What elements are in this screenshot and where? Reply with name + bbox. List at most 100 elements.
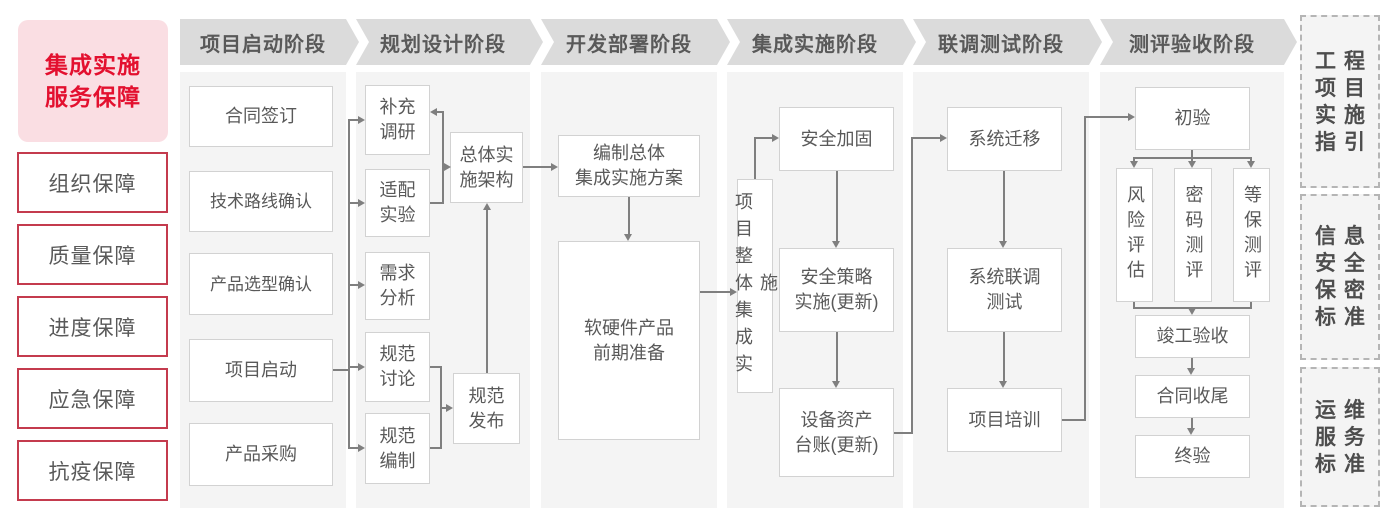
arrowhead <box>624 234 632 241</box>
connector-line <box>628 197 630 234</box>
arrowhead <box>1187 428 1195 435</box>
box-product-selection-confirm: 产品选型确认 <box>189 253 333 315</box>
box-spec-discussion: 规范 讨论 <box>365 332 430 402</box>
connector-line <box>911 137 940 139</box>
phase-header-integration-impl: 集成实施阶段 <box>727 19 916 65</box>
box-contract-closure: 合同收尾 <box>1135 375 1250 418</box>
box-product-procurement: 产品采购 <box>189 423 333 486</box>
box-mlps-evaluation: 等保测评 <box>1233 168 1270 302</box>
box-asset-ledger-update: 设备资产 台账(更新) <box>779 388 894 477</box>
phase-header-planning-design: 规划设计阶段 <box>356 19 543 65</box>
connector-line <box>1003 332 1005 381</box>
connector-line <box>1062 419 1086 421</box>
phase-header-dev-deploy: 开发部署阶段 <box>541 19 730 65</box>
connector-line <box>333 369 349 371</box>
box-project-training: 项目培训 <box>947 388 1062 452</box>
arrowhead <box>1187 368 1195 375</box>
arrowhead <box>1130 161 1138 168</box>
box-requirement-analysis: 需求 分析 <box>365 252 430 320</box>
connector-line <box>894 432 912 434</box>
connector-line <box>430 366 442 368</box>
box-contract-signing: 合同签订 <box>189 86 333 147</box>
connector-line <box>754 138 756 179</box>
connector-line <box>1084 117 1086 421</box>
connector-line <box>1191 418 1193 429</box>
arrowhead <box>999 381 1007 388</box>
connector-line <box>1133 302 1135 309</box>
standard-infosec-confidentiality: 信息 安全 保密 标准 <box>1300 194 1380 360</box>
arrowhead <box>358 199 365 207</box>
box-completion-acceptance: 竣工验收 <box>1135 315 1250 358</box>
sidebar-item-epidemic-guarantee: 抗疫保障 <box>17 440 168 501</box>
connector-line <box>1133 157 1135 162</box>
box-system-migration: 系统迁移 <box>947 107 1062 171</box>
arrowhead <box>446 404 453 412</box>
connector-line <box>1250 302 1252 309</box>
phase-header-evaluation-acceptance: 测评验收阶段 <box>1100 19 1297 65</box>
connector-line <box>348 202 358 204</box>
connector-line <box>1003 171 1005 241</box>
arrowhead <box>1188 308 1196 315</box>
standard-om-service: 运维 服务 标准 <box>1300 367 1380 507</box>
connector-line <box>430 202 444 204</box>
connector-line <box>1191 150 1193 158</box>
connector-line <box>348 447 358 449</box>
arrowhead <box>999 241 1007 248</box>
sidebar-item-quality-guarantee: 质量保障 <box>17 224 168 285</box>
sidebar-item-schedule-guarantee: 进度保障 <box>17 296 168 357</box>
box-final-acceptance: 终验 <box>1135 435 1250 478</box>
box-security-hardening: 安全加固 <box>779 107 894 171</box>
arrowhead <box>940 134 947 142</box>
arrowhead <box>1188 161 1196 168</box>
arrowhead <box>1247 161 1255 168</box>
connector-line <box>348 366 358 368</box>
standard-project-implementation-guide: 工程 项目 实施 指引 <box>1300 15 1380 188</box>
connector-line <box>486 210 488 373</box>
connector-line <box>442 111 444 204</box>
arrowhead <box>358 444 365 452</box>
box-preliminary-acceptance: 初验 <box>1135 87 1250 150</box>
arrowhead <box>358 281 365 289</box>
box-tech-route-confirm: 技术路线确认 <box>189 171 333 232</box>
arrowhead <box>1128 113 1135 121</box>
box-security-policy-implementation: 安全策略 实施(更新) <box>779 248 894 332</box>
connector-line <box>911 138 913 434</box>
phase-header-project-kickoff: 项目启动阶段 <box>180 19 359 65</box>
box-system-joint-testing: 系统联调 测试 <box>947 248 1062 332</box>
arrowhead <box>430 108 437 116</box>
arrowhead <box>444 163 451 171</box>
connector-line <box>754 137 772 139</box>
connector-line <box>1250 157 1252 162</box>
arrowhead <box>832 241 840 248</box>
box-hw-sw-preparation: 软硬件产品 前期准备 <box>558 241 700 440</box>
connector-line <box>700 291 730 293</box>
connector-line <box>1084 116 1128 118</box>
box-adaptation-test: 适配 实验 <box>365 169 430 237</box>
phase-header-joint-testing: 联调测试阶段 <box>913 19 1102 65</box>
connector-line <box>440 407 447 409</box>
arrowhead <box>551 163 558 171</box>
sidebar-item-emergency-guarantee: 应急保障 <box>17 368 168 429</box>
arrowhead <box>772 134 779 142</box>
box-risk-assessment: 风险评估 <box>1116 168 1153 302</box>
connector-line <box>1191 157 1193 162</box>
connector-line <box>836 171 838 241</box>
box-overall-project-integration: 项目整体集成实施 <box>733 179 778 393</box>
box-overall-implementation-architecture: 总体实 施架构 <box>450 132 523 203</box>
arrowhead <box>358 363 365 371</box>
box-overall-integration-plan: 编制总体 集成实施方案 <box>558 135 700 197</box>
connector-line <box>1191 358 1193 369</box>
box-project-kickoff: 项目启动 <box>189 339 333 402</box>
arrowhead <box>730 288 737 296</box>
box-spec-release: 规范 发布 <box>453 373 520 444</box>
connector-line <box>523 166 551 168</box>
connector-line <box>348 119 358 121</box>
connector-line <box>430 447 442 449</box>
connector-line <box>836 332 838 381</box>
box-spec-drafting: 规范 编制 <box>365 413 430 484</box>
connector-line <box>437 111 444 113</box>
box-crypto-evaluation: 密码测评 <box>1174 168 1212 302</box>
box-supplementary-research: 补充 调研 <box>365 85 430 155</box>
arrowhead <box>832 381 840 388</box>
